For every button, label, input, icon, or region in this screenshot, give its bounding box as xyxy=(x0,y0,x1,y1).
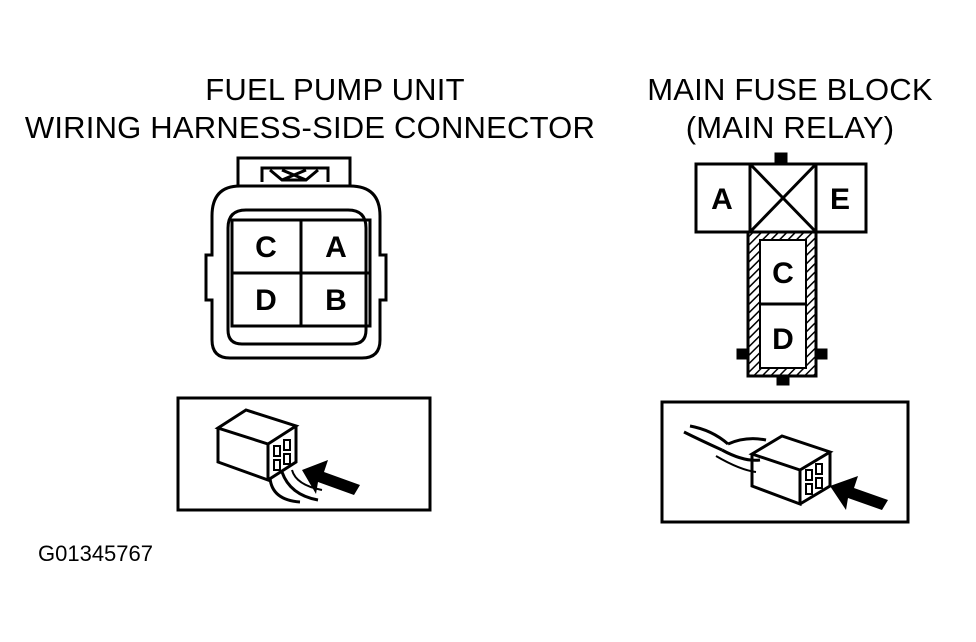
relay-terminal-c: C xyxy=(772,257,794,290)
fp-terminal-d: D xyxy=(255,284,277,317)
fp-terminal-b: B xyxy=(325,284,347,317)
relay-terminal-e: E xyxy=(830,183,850,216)
main-fuse-block-title: MAIN FUSE BLOCK xyxy=(647,72,933,107)
fuel-pump-connector xyxy=(204,156,388,360)
fuel-pump-unit-title: FUEL PUMP UNIT xyxy=(205,72,465,107)
figure-id: G01345767 xyxy=(38,541,153,566)
relay-terminal-a: A xyxy=(711,183,733,216)
relay-terminal-d: D xyxy=(772,323,794,356)
relay-arrow-icon xyxy=(830,476,888,510)
wiring-harness-side-connector-title: WIRING HARNESS-SIDE CONNECTOR xyxy=(24,110,596,145)
fp-arrow-icon xyxy=(302,460,360,495)
fp-terminal-c: C xyxy=(255,231,277,264)
fp-probe-view-inset xyxy=(176,396,432,512)
fp-terminal-a: A xyxy=(325,231,347,264)
main-relay-title: (MAIN RELAY) xyxy=(685,110,895,145)
main-relay-diagram xyxy=(694,152,868,386)
